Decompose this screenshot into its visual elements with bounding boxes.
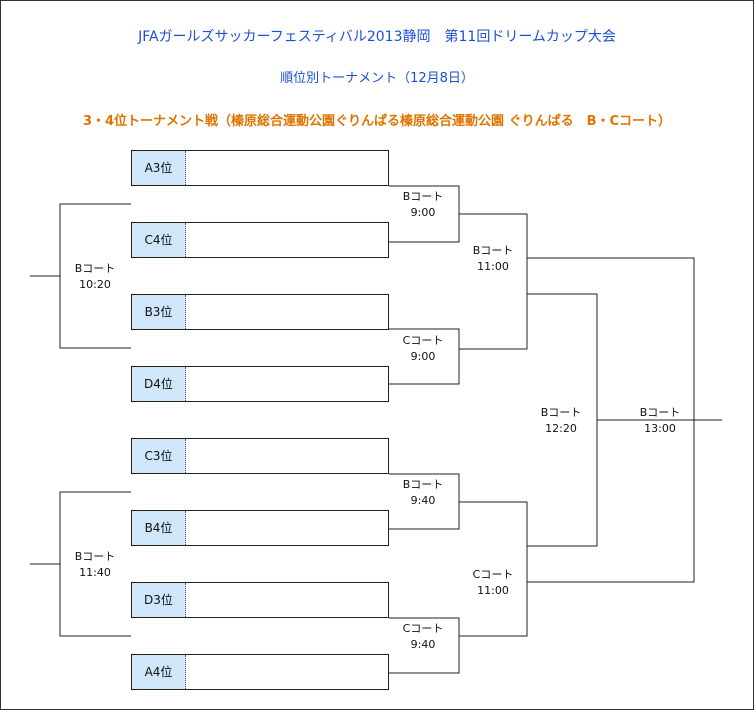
- team-label: B3位: [132, 295, 186, 329]
- match-time: 9:00: [410, 350, 436, 363]
- team-slot: D3位: [131, 582, 389, 618]
- match-label: Bコート 12:20: [526, 405, 596, 437]
- match-label: Cコート 9:00: [388, 333, 458, 365]
- match-court: Bコート: [402, 190, 444, 203]
- team-label: C4位: [132, 223, 186, 257]
- match-time: 11:40: [79, 566, 111, 579]
- team-label: A3位: [132, 151, 186, 185]
- match-time: 9:40: [410, 638, 436, 651]
- match-label: Bコート 9:00: [388, 189, 458, 221]
- team-label: A4位: [132, 655, 186, 689]
- match-time: 12:20: [545, 422, 577, 435]
- match-time: 9:00: [410, 206, 436, 219]
- team-slot: B4位: [131, 510, 389, 546]
- match-label: Bコート 9:40: [388, 477, 458, 509]
- team-slot: A3位: [131, 150, 389, 186]
- match-court: Cコート: [472, 568, 514, 581]
- page-title: JFAガールズサッカーフェスティバル2013静岡 第11回ドリームカップ大会: [138, 29, 616, 45]
- match-court: Bコート: [639, 406, 681, 419]
- match-time: 11:00: [477, 260, 509, 273]
- match-time: 13:00: [644, 422, 676, 435]
- section-title: 3・4位トーナメント戦（榛原総合運動公園ぐりんぱる榛原総合運動公園 ぐりんぱる …: [82, 114, 672, 129]
- match-court: Bコート: [472, 244, 514, 257]
- match-label: Cコート 11:00: [458, 567, 528, 599]
- team-label: D4位: [132, 367, 186, 401]
- match-court: Bコート: [74, 262, 116, 275]
- match-label: Bコート 11:40: [60, 549, 130, 581]
- team-label: D3位: [132, 583, 186, 617]
- team-slot: D4位: [131, 366, 389, 402]
- page-subtitle: 順位別トーナメント（12月8日）: [280, 71, 474, 86]
- match-court: Bコート: [74, 550, 116, 563]
- team-slot: C4位: [131, 222, 389, 258]
- match-court: Cコート: [402, 334, 444, 347]
- match-label: Cコート 9:40: [388, 621, 458, 653]
- match-time: 10:20: [79, 278, 111, 291]
- team-slot: C3位: [131, 438, 389, 474]
- match-time: 11:00: [477, 584, 509, 597]
- team-slot: B3位: [131, 294, 389, 330]
- match-label: Bコート 13:00: [625, 405, 695, 437]
- match-label: Bコート 11:00: [458, 243, 528, 275]
- match-court: Bコート: [402, 478, 444, 491]
- team-label: B4位: [132, 511, 186, 545]
- team-label: C3位: [132, 439, 186, 473]
- match-time: 9:40: [410, 494, 436, 507]
- team-slot: A4位: [131, 654, 389, 690]
- match-court: Cコート: [402, 622, 444, 635]
- match-label: Bコート 10:20: [60, 261, 130, 293]
- match-court: Bコート: [540, 406, 582, 419]
